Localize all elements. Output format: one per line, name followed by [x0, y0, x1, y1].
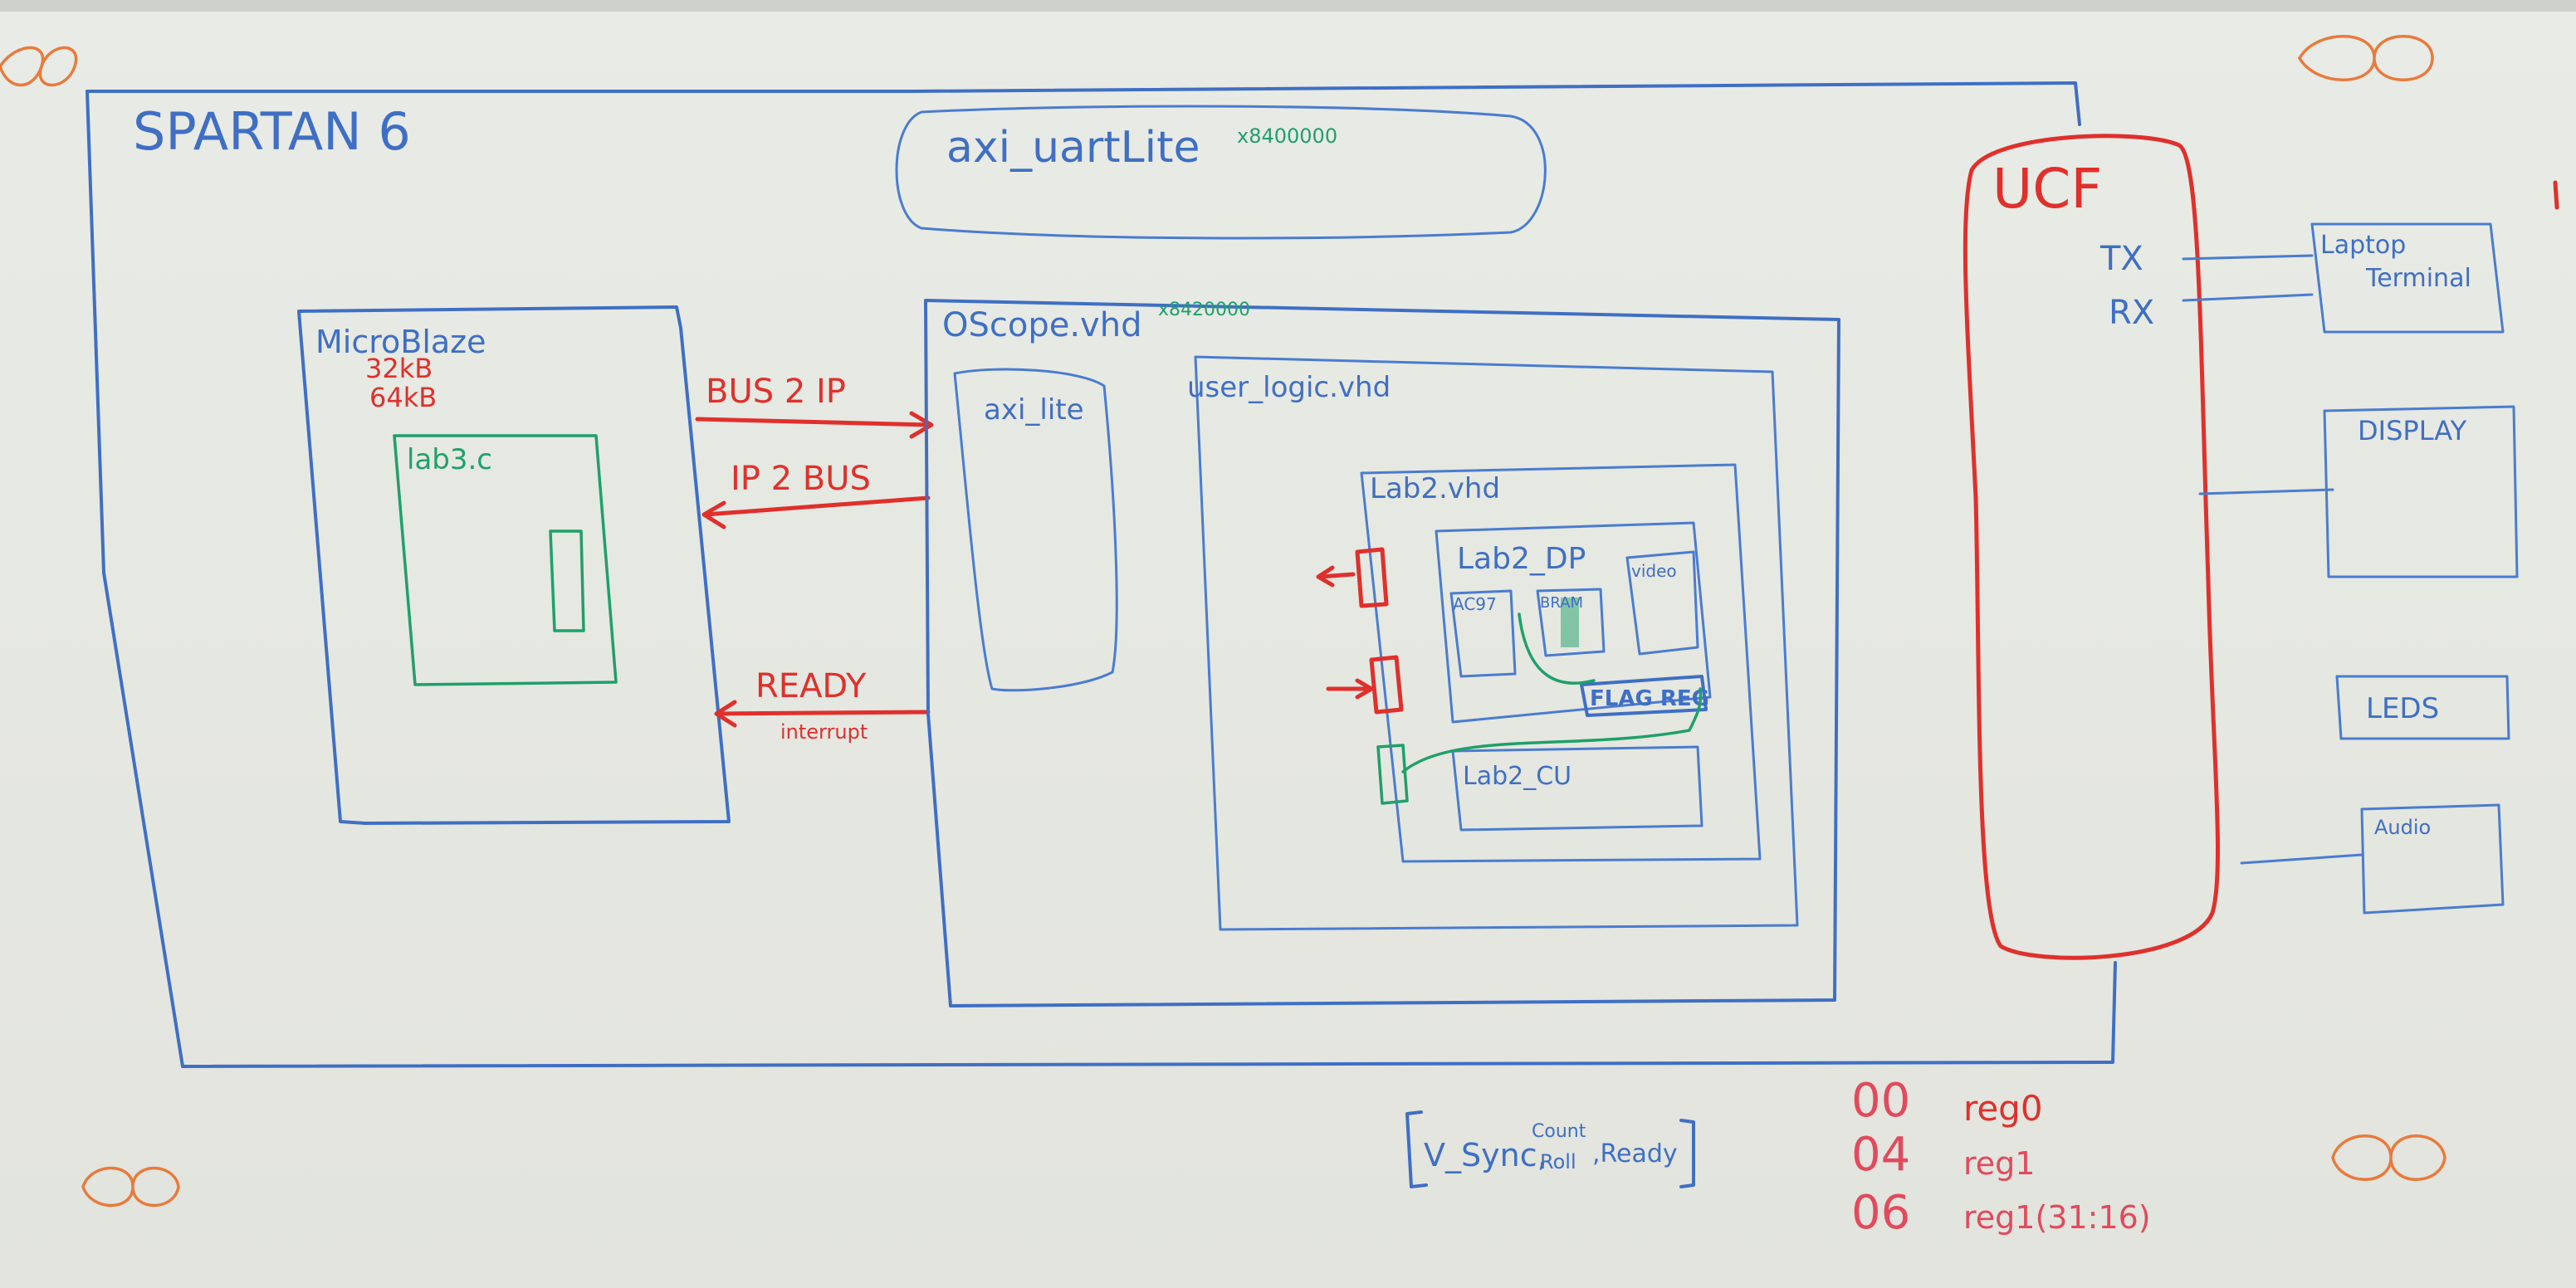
reg-offset-1: 04 — [1851, 1128, 1910, 1182]
reg-offset-0: 00 — [1851, 1074, 1910, 1128]
lab3c-label: lab3.c — [407, 443, 492, 476]
bracket-count: Count — [1532, 1121, 1586, 1142]
axi-uart-label: axi_uartLite — [946, 123, 1200, 173]
bracket-ready: ,Ready — [1592, 1139, 1678, 1168]
oscope-block: OScope.vhd x8420000 axi_lite user_logic.… — [924, 299, 1840, 1007]
interrupt-label: interrupt — [780, 720, 868, 744]
audio-box: Audio — [2360, 803, 2505, 915]
terminal-label: Terminal — [2365, 264, 2471, 293]
spartan6-title: SPARTAN 6 — [133, 101, 411, 162]
microblaze-mem-64: 64kB — [369, 382, 437, 413]
axi-uart-block: axi_uartLite x8400000 — [895, 105, 1547, 240]
ac97-label: AC97 — [1453, 594, 1497, 614]
ucf-label: UCF — [1992, 157, 2102, 221]
ucf-tx-label: TX — [2099, 240, 2143, 278]
ip2bus-arrow: IP 2 BUS — [701, 460, 931, 529]
oscope-address: x8420000 — [1158, 300, 1250, 320]
ready-arrow: READY interrupt — [714, 667, 931, 744]
display-label: DISPLAY — [2358, 415, 2467, 446]
leds-box: LEDS — [2335, 675, 2510, 740]
microblaze-label: MicroBlaze — [315, 324, 486, 360]
microblaze-block: MicroBlaze 32kB 64kB lab3.c — [297, 305, 731, 825]
bracket-vsync: V_Sync, — [1424, 1137, 1547, 1173]
axi-lite-label: axi_lite — [984, 393, 1084, 427]
red-mark-right — [2553, 180, 2559, 210]
axi-uart-address: x8400000 — [1237, 124, 1337, 148]
audio-label: Audio — [2374, 816, 2431, 839]
spartan6-box: SPARTAN 6 — [86, 81, 2117, 1068]
reg-offset-2: 06 — [1851, 1186, 1910, 1240]
ucf-block: UCF TX RX — [1963, 134, 2220, 960]
infinity-doodle-top-right — [2298, 35, 2434, 81]
display-box: DISPLAY — [2323, 405, 2519, 578]
reg-name-2: reg1(31:16) — [1963, 1199, 2151, 1236]
register-map: 00 reg0 04 reg1 06 reg1(31:16) — [1851, 1074, 2151, 1240]
oscope-label: OScope.vhd — [942, 306, 1141, 344]
ip2bus-label: IP 2 BUS — [731, 460, 871, 498]
bracket-note: V_Sync, Count Roll ,Ready — [1405, 1110, 1695, 1188]
bus2ip-arrow: BUS 2 IP — [695, 373, 934, 439]
lab2-dp-label: Lab2_DP — [1457, 542, 1586, 576]
laptop-label: Laptop — [2320, 231, 2406, 260]
lab2-cu-label: Lab2_CU — [1463, 762, 1572, 791]
video-label: video — [1631, 561, 1677, 581]
flag-reg-label: FLAG REG — [1590, 686, 1709, 711]
infinity-doodle-bottom-right — [2331, 1134, 2446, 1181]
bracket-roll: Roll — [1540, 1150, 1576, 1173]
top-shadow — [0, 0, 2576, 12]
infinity-doodle-top-left — [0, 46, 78, 87]
lab2-label: Lab2.vhd — [1370, 472, 1500, 505]
infinity-doodle-bottom-left — [81, 1166, 180, 1208]
peripheral-wires — [2182, 254, 2363, 865]
bram-highlight — [1561, 598, 1579, 647]
ucf-rx-label: RX — [2109, 294, 2154, 332]
ready-label: READY — [755, 667, 867, 705]
reg-name-1: reg1 — [1963, 1145, 2035, 1182]
bram-label: BRAM — [1540, 594, 1583, 612]
microblaze-mem-32: 32kB — [365, 353, 433, 384]
bus2ip-label: BUS 2 IP — [706, 373, 846, 411]
laptop-terminal-box: Laptop Terminal — [2310, 222, 2505, 334]
reg-name-0: reg0 — [1963, 1088, 2043, 1129]
user-logic-label: user_logic.vhd — [1187, 371, 1391, 404]
leds-label: LEDS — [2366, 692, 2439, 725]
